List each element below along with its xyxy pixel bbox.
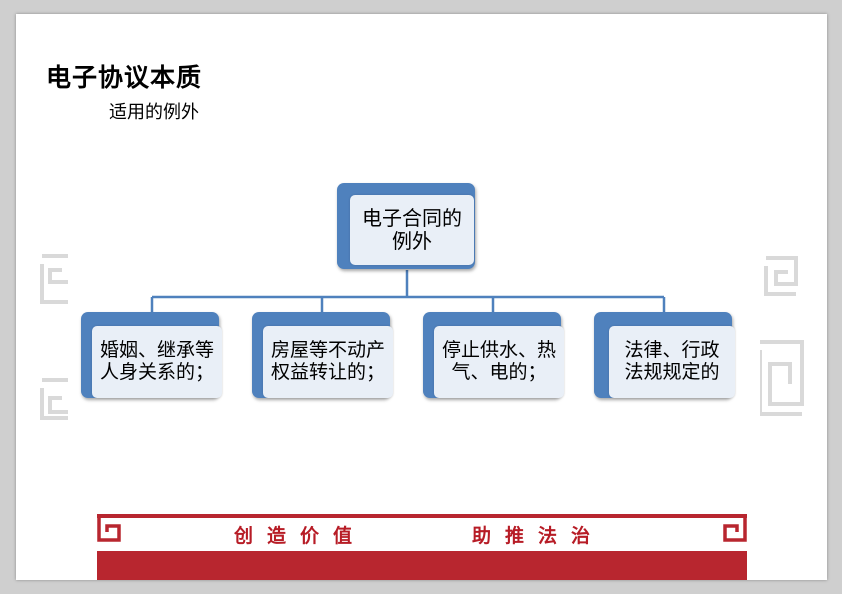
slide: 电子协议本质 适用的例外	[16, 14, 827, 580]
footer-fret-right-decoration	[723, 518, 747, 542]
child-node-line-1: 婚姻、继承等	[99, 339, 214, 362]
footer-fret-left-decoration	[97, 518, 121, 542]
footer-top-rule	[97, 514, 747, 518]
root-node: 电子合同的 例外	[337, 183, 477, 271]
diagram-area: 电子合同的 例外 婚姻、继承等 人身关系的； 房屋等不动产 权益转让的；	[68, 152, 760, 442]
child-node-line-2: 人身关系的；	[99, 361, 214, 383]
slide-title: 电子协议本质	[46, 63, 203, 92]
footer-red-bar	[97, 551, 747, 580]
child-node-line-2: 法规规定的	[624, 361, 720, 383]
fret-pattern-right-decoration	[758, 256, 804, 416]
root-node-line-2: 例外	[392, 229, 432, 253]
child-node-line-2: 气、电的；	[451, 361, 547, 383]
slide-subtitle: 适用的例外	[109, 102, 199, 123]
footer-slogan-right: 助推法治	[472, 525, 605, 547]
root-node-line-1: 电子合同的	[362, 206, 462, 230]
child-node-utilities: 停止供水、热 气、电的；	[423, 312, 565, 402]
fret-pattern-left-decoration	[40, 254, 72, 420]
child-node-line-2: 权益转让的；	[270, 361, 385, 383]
child-node-line-1: 法律、行政	[624, 339, 720, 362]
child-node-line-1: 停止供水、热	[441, 339, 556, 362]
connector-lines	[150, 270, 666, 312]
footer-slogan-left: 创造价值	[234, 525, 367, 547]
child-node-laws: 法律、行政 法规规定的	[594, 312, 736, 402]
child-node-marriage: 婚姻、继承等 人身关系的；	[81, 312, 223, 402]
child-node-line-1: 房屋等不动产	[270, 339, 385, 362]
child-node-real-estate: 房屋等不动产 权益转让的；	[252, 312, 394, 402]
